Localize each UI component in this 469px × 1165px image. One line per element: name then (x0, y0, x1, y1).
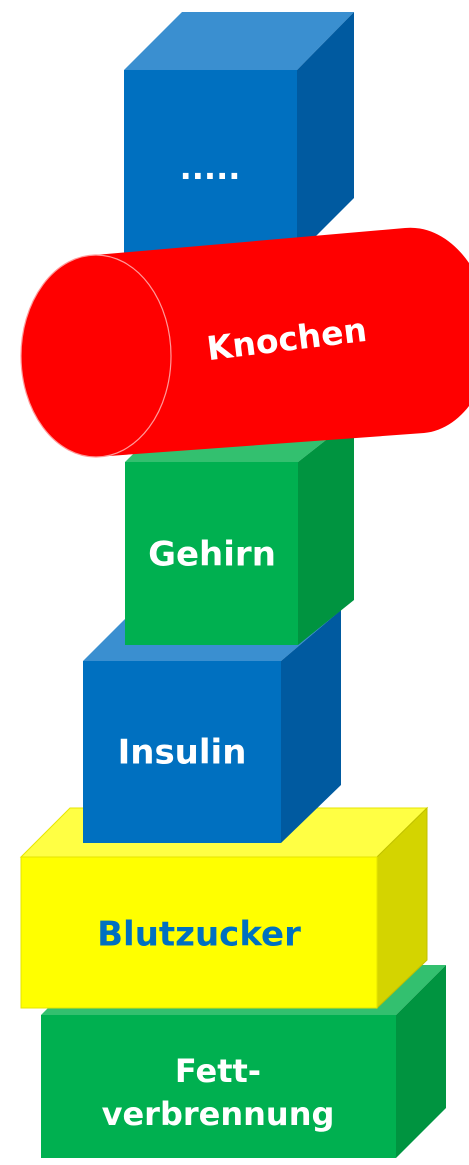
block-insulin-label: Insulin (118, 733, 247, 773)
block-top: ..... (124, 12, 354, 255)
block-top-label: ..... (180, 149, 241, 187)
block-gehirn-label: Gehirn (148, 535, 276, 575)
block-knochen-end-cap (21, 255, 171, 457)
block-blutzucker-label: Blutzucker (97, 915, 301, 955)
block-knochen: Knochen (21, 228, 469, 457)
block-fettverbrennung-label-line2: verbrennung (102, 1095, 335, 1133)
block-fettverbrennung-label-line1: Fett- (175, 1052, 261, 1090)
